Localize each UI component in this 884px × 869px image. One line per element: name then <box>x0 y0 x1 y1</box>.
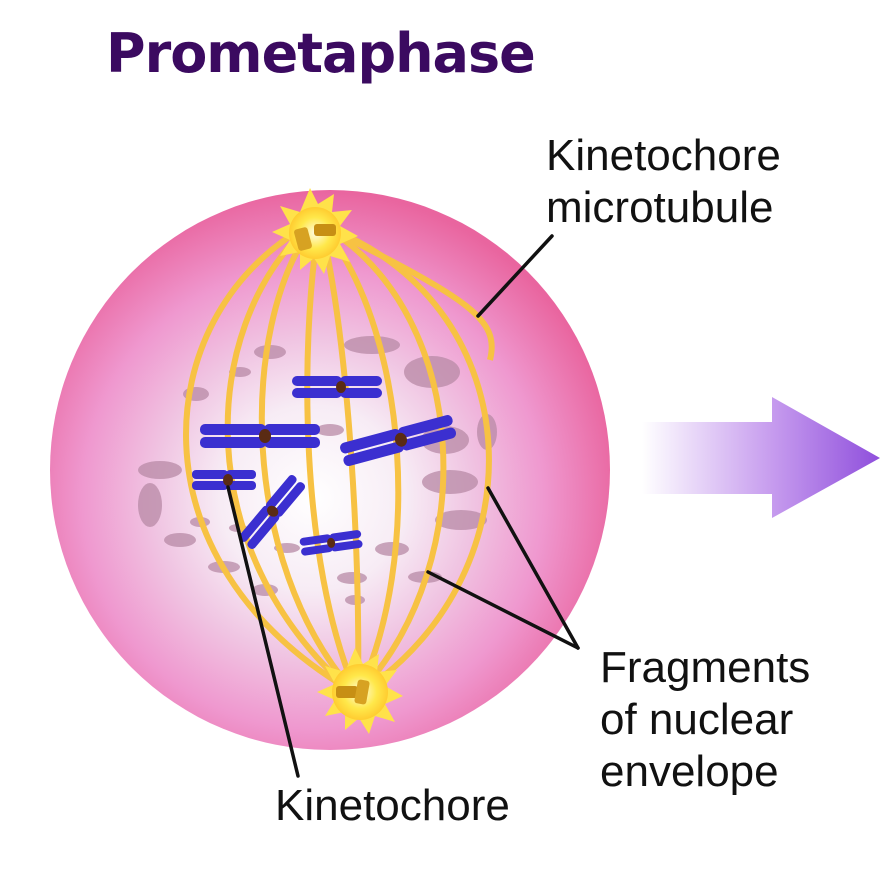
leader-lines <box>226 234 580 778</box>
cell-body <box>50 190 610 750</box>
label-line: envelope <box>600 747 779 796</box>
right-arrow-icon <box>642 397 880 518</box>
label-kinetochore: Kinetochore <box>275 781 510 830</box>
leader-line-kinetochore-microtubule <box>476 234 554 318</box>
chromosome <box>340 415 457 466</box>
chromosome <box>192 470 256 490</box>
chromosome <box>200 424 320 448</box>
diagram-title: Prometaphase <box>106 22 536 85</box>
leader-line-kinetochore <box>226 485 300 778</box>
chromosome <box>238 475 306 549</box>
label-line: microtubule <box>546 183 774 232</box>
centrosome-bottom <box>317 648 403 734</box>
spindle-fibers <box>183 227 492 693</box>
leader-line-fragments-1 <box>486 486 580 650</box>
kinetochore-microtubule <box>333 229 495 361</box>
label-kinetochore-microtubule: Kinetochore microtubule <box>546 130 781 234</box>
chromosome <box>292 376 382 398</box>
label-line: Kinetochore <box>546 131 781 180</box>
chromosome <box>299 530 363 556</box>
leader-line-fragments-2 <box>426 570 580 650</box>
label-line: of nuclear <box>600 695 794 744</box>
centrosome-top <box>272 188 358 274</box>
chromosomes <box>192 376 457 556</box>
label-line: Fragments <box>600 643 811 692</box>
label-fragments-of-nuclear-envelope: Fragments of nuclear envelope <box>600 642 810 798</box>
